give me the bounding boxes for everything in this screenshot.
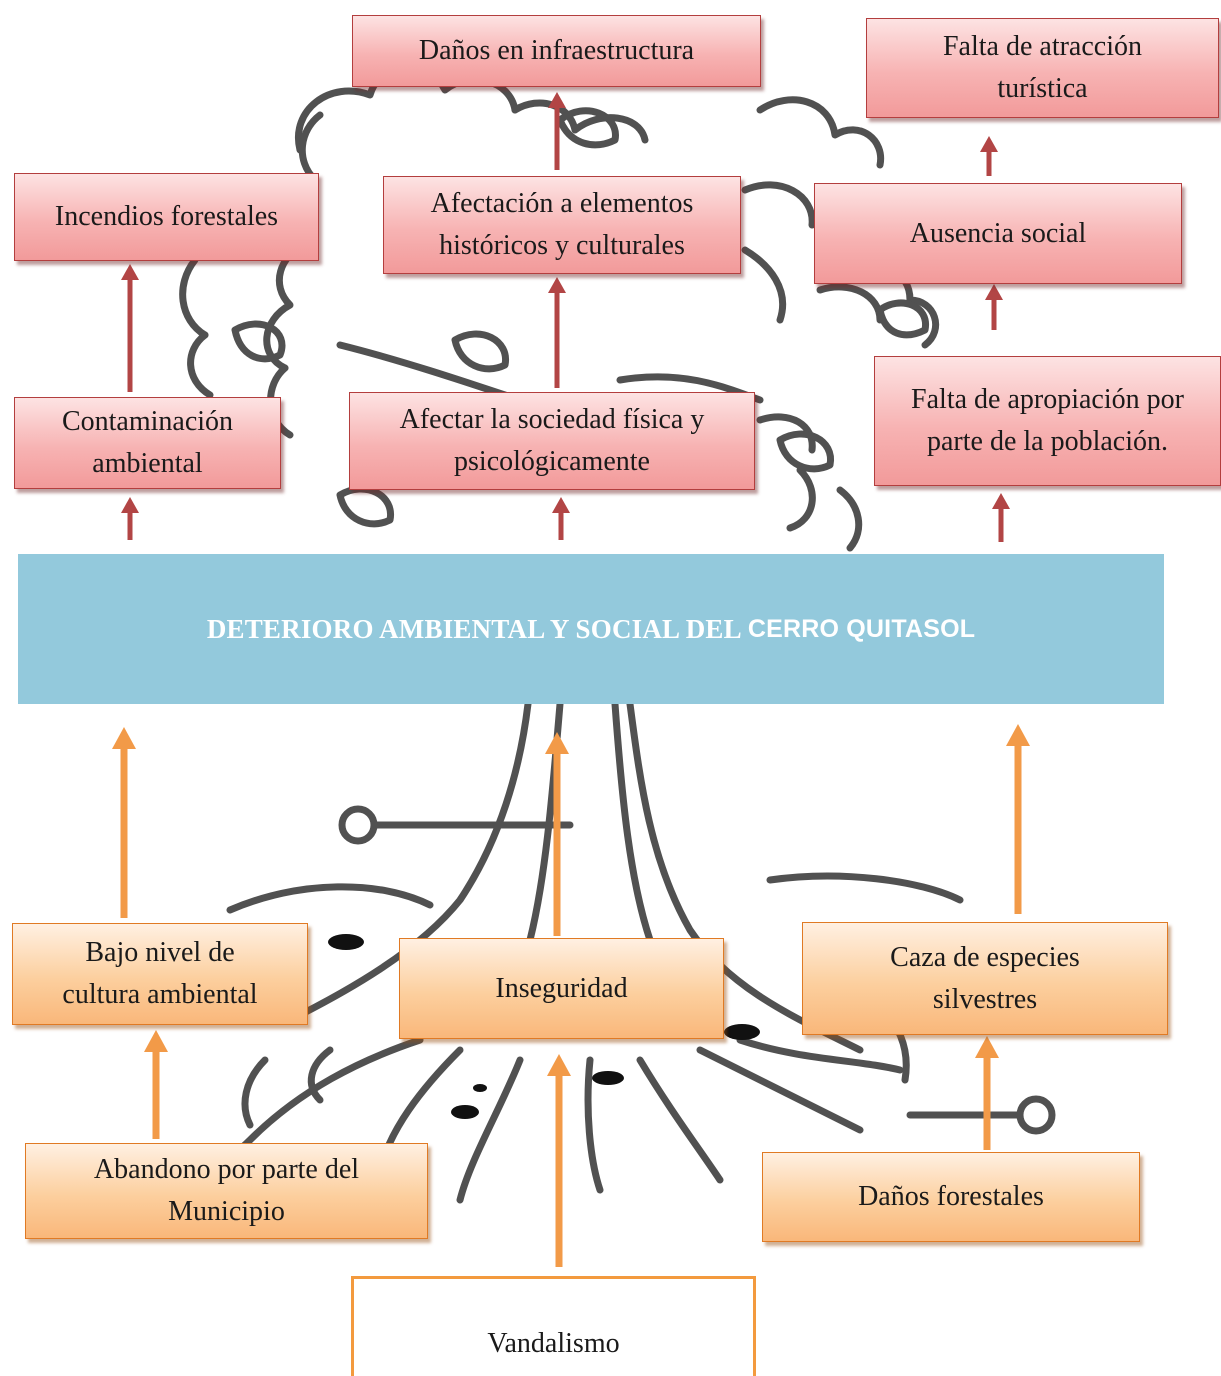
effect-afectacion: Afectación a elementos históricos y cult… [383, 176, 741, 274]
effect-contaminacion: Contaminación ambiental [14, 397, 281, 489]
arrow-inseguridad-to-problem [545, 732, 569, 936]
arrow-caza-to-problem [1006, 724, 1030, 914]
arrow-afectar-to-afectacion [548, 277, 566, 388]
effect-ausencia-text: Ausencia social [910, 213, 1087, 255]
effect-afectacion-line2: históricos y culturales [439, 225, 685, 267]
arrow-danos-to-caza [975, 1036, 999, 1150]
effect-afectar-sociedad-line2: psicológicamente [454, 441, 650, 483]
effect-falta-atraccion: Falta de atracción turística [866, 18, 1219, 118]
effect-danos-infraestructura: Daños en infraestructura [352, 15, 761, 87]
arrow-apropiacion-to-ausencia [985, 284, 1003, 330]
cause-bajo-nivel-cultura: Bajo nivel de cultura ambiental [12, 923, 308, 1025]
effect-incendios: Incendios forestales [14, 173, 319, 261]
effect-contaminacion-line1: Contaminación [62, 401, 233, 443]
effect-incendios-text: Incendios forestales [55, 196, 278, 238]
effect-falta-atraccion-line2: turística [997, 68, 1087, 110]
effect-falta-apropiacion-line1: Falta de apropiación por [911, 379, 1184, 421]
arrow-problem-to-apropiacion [992, 493, 1010, 542]
arrow-problem-to-contaminacion [121, 497, 139, 540]
effect-afectacion-line1: Afectación a elementos [431, 183, 694, 225]
cause-danos-forestales-text: Daños forestales [858, 1176, 1044, 1218]
cause-vandalismo-text: Vandalismo [487, 1323, 619, 1365]
arrow-ausencia-to-atraccion [980, 136, 998, 176]
central-problem-text-part2: CERRO QUITASOL [748, 615, 975, 644]
effect-falta-atraccion-line1: Falta de atracción [943, 26, 1142, 68]
arrow-abandono-to-bajo [144, 1030, 168, 1139]
arrow-vandalismo-to-inseguridad [547, 1054, 571, 1267]
arrow-bajo-to-problem [112, 727, 136, 918]
central-problem-text-part1: DETERIORO AMBIENTAL Y SOCIAL DEL [207, 614, 742, 645]
effect-danos-infraestructura-text: Daños en infraestructura [419, 30, 694, 72]
cause-bajo-nivel-cultura-line1: Bajo nivel de [85, 932, 234, 974]
arrow-contaminacion-to-incendios [121, 264, 139, 392]
effect-afectar-sociedad-line1: Afectar la sociedad física y [400, 399, 705, 441]
effect-falta-apropiacion-line2: parte de la población. [927, 421, 1168, 463]
cause-abandono-municipio: Abandono por parte del Municipio [25, 1143, 428, 1239]
cause-caza-especies-line1: Caza de especies [890, 937, 1080, 979]
cause-vandalismo: Vandalismo [351, 1276, 756, 1376]
cause-bajo-nivel-cultura-line2: cultura ambiental [62, 974, 257, 1016]
effect-afectar-sociedad: Afectar la sociedad física y psicológica… [349, 392, 755, 490]
arrow-afectacion-to-danos [548, 92, 566, 170]
central-problem: DETERIORO AMBIENTAL Y SOCIAL DEL CERRO Q… [18, 554, 1164, 704]
cause-inseguridad-text: Inseguridad [495, 968, 627, 1010]
effect-ausencia: Ausencia social [814, 183, 1182, 284]
cause-abandono-municipio-line1: Abandono por parte del [94, 1149, 359, 1191]
cause-inseguridad: Inseguridad [399, 938, 724, 1039]
effect-falta-apropiacion: Falta de apropiación por parte de la pob… [874, 356, 1221, 486]
cause-danos-forestales: Daños forestales [762, 1152, 1140, 1242]
cause-abandono-municipio-line2: Municipio [168, 1191, 285, 1233]
effect-contaminacion-line2: ambiental [92, 443, 202, 485]
cause-caza-especies: Caza de especies silvestres [802, 922, 1168, 1035]
cause-caza-especies-line2: silvestres [933, 979, 1037, 1021]
arrow-problem-to-afectar [552, 497, 570, 540]
